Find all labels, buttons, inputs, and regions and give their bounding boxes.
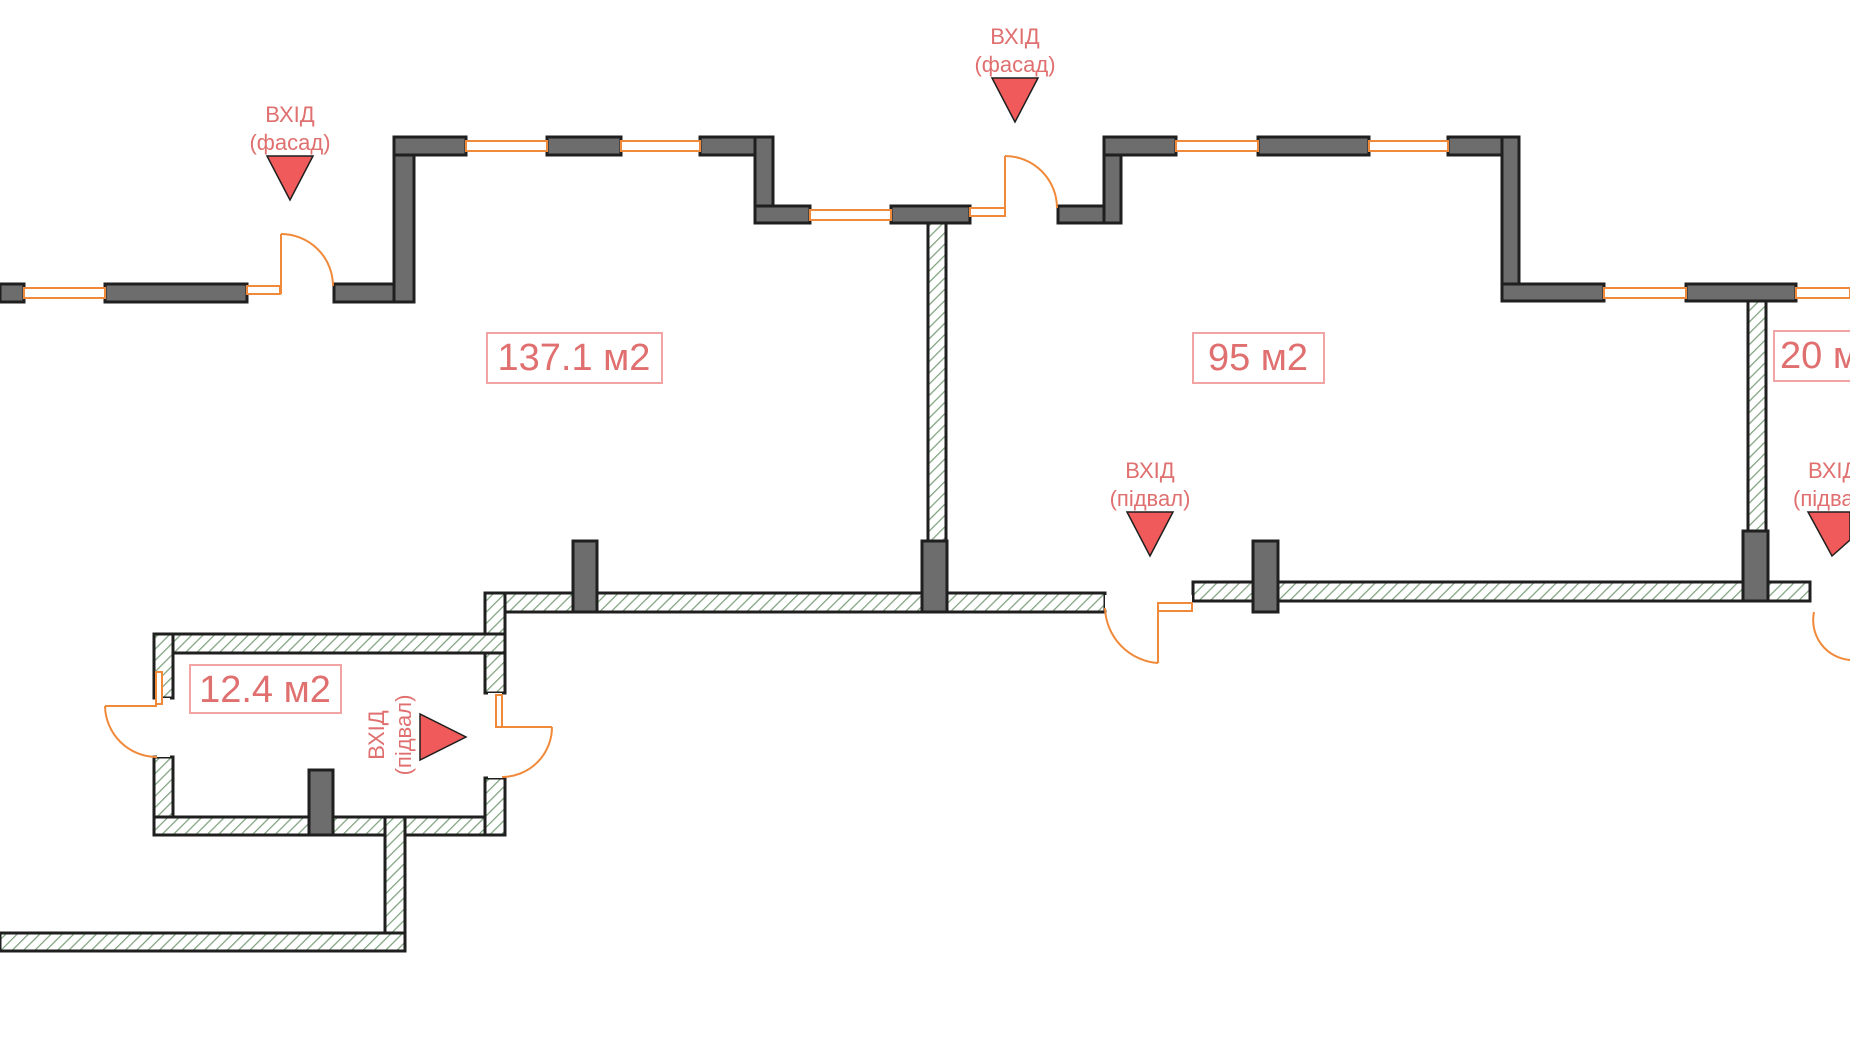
door-openings [157, 595, 1192, 778]
columns [307, 529, 1770, 837]
entry-marker-basement-right: ВХІД (підва [1793, 458, 1850, 558]
room-area: 12.4 м2 [199, 669, 331, 711]
doors-top [280, 155, 1058, 294]
area-label-12: 12.4 м2 [189, 664, 342, 714]
entry-marker-basement-left: ВХІД (підвал) [364, 695, 468, 776]
doors-lower [104, 606, 1850, 778]
entry-title: ВХІД [265, 102, 314, 127]
entry-subtitle: (фасад) [974, 52, 1055, 77]
entry-title: ВХІД [990, 24, 1039, 49]
area-label-20: 20 м [1773, 330, 1850, 382]
exterior-walls [0, 135, 1798, 304]
windows [23, 140, 1850, 299]
room-area: 137.1 м2 [498, 337, 651, 379]
entry-marker-facade-left: ВХІД (фасад) [249, 102, 331, 202]
interior-walls [0, 221, 1812, 953]
area-label-95: 95 м2 [1192, 332, 1325, 384]
entry-arrow-icon [1125, 511, 1175, 558]
entry-marker-facade-center: ВХІД (фасад) [974, 24, 1056, 124]
entry-title: ВХІД [1125, 458, 1174, 483]
entry-title: ВХІД [1808, 458, 1850, 483]
entry-arrow-icon [1806, 511, 1850, 558]
area-label-137: 137.1 м2 [486, 332, 663, 384]
entry-subtitle: (підва [1793, 486, 1850, 511]
room-area: 20 м [1780, 335, 1850, 377]
entry-subtitle: (підвал) [1110, 486, 1191, 511]
room-area: 95 м2 [1208, 337, 1308, 379]
entry-title: ВХІД [364, 710, 389, 759]
entry-subtitle: (підвал) [391, 695, 416, 776]
entry-subtitle: (фасад) [249, 130, 330, 155]
entry-marker-basement-center: ВХІД (підвал) [1110, 458, 1191, 558]
entry-arrow-icon [990, 77, 1040, 124]
entry-arrow-icon [419, 712, 468, 762]
entry-arrow-icon [265, 155, 315, 202]
